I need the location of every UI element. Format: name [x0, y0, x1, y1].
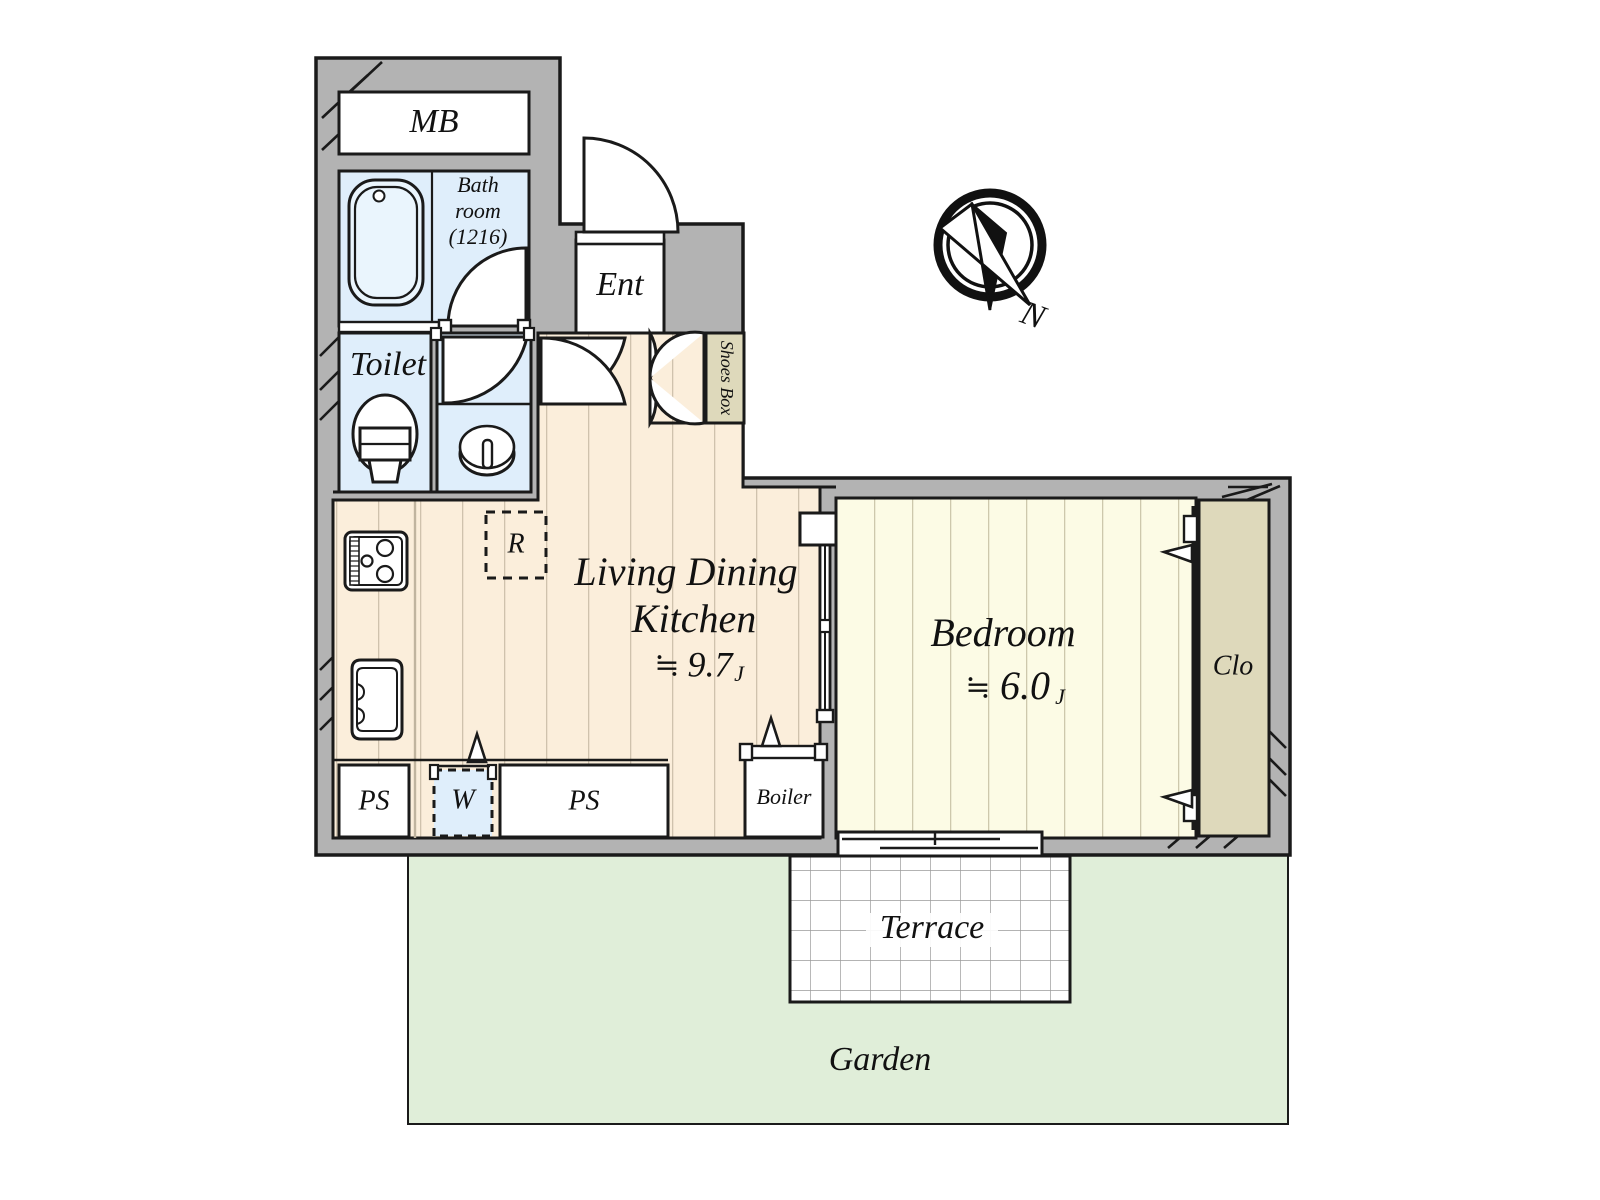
ps-right: PS [498, 763, 670, 839]
room-bedroom: Bedroom ≒ 6.0 J [834, 496, 1198, 840]
closet-doors[interactable] [1159, 506, 1199, 830]
room-ldk: Living Dining Kitchen ≒ 9.7 J [331, 327, 822, 840]
ldk-area-unit: J [734, 661, 745, 686]
bedroom-area: ≒ 6.0 J [965, 663, 1066, 709]
closet: Clo [1197, 498, 1271, 838]
mb-label: MB [408, 103, 458, 140]
washer-label: W [451, 784, 477, 815]
bathroom-door[interactable] [446, 246, 528, 328]
toilet-label: Toilet [350, 346, 428, 383]
ldk-hall-door[interactable] [539, 336, 627, 406]
bathroom-label-line1: Bath [457, 172, 499, 197]
kitchen-sink-icon [350, 658, 404, 741]
service-boxes: PS W PS [333, 729, 670, 839]
terrace-area: Terrace [788, 854, 1072, 1004]
room-toilet: Toilet [337, 331, 433, 494]
entrance-label: Ent [595, 266, 645, 303]
terrace-label: Terrace [880, 909, 985, 946]
washer-space: W [428, 729, 498, 838]
bathroom-label-line3: (1216) [449, 224, 508, 249]
ps-left: PS [337, 763, 411, 839]
ps-right-label: PS [567, 785, 599, 816]
ldk-label-line1: Living Dining [573, 549, 797, 594]
room-mb: MB [337, 90, 531, 156]
garden-label: Garden [829, 1041, 932, 1078]
closet-label: Clo [1213, 650, 1253, 681]
room-bathroom: Bath room (1216) [337, 169, 532, 336]
compass-north-label: N [1015, 294, 1052, 338]
bedroom-area-symbol: ≒ [965, 671, 990, 704]
ldk-label-line2: Kitchen [631, 596, 756, 641]
toilet-fixture-icon [351, 393, 419, 484]
washbasin-icon [458, 424, 516, 477]
refrigerator-space: R [484, 510, 548, 580]
bedroom-area-unit: J [1055, 684, 1066, 709]
powder-room-door[interactable] [441, 335, 529, 405]
bedroom-label: Bedroom [930, 610, 1075, 655]
gas-stove-3-burner-icon [343, 530, 409, 592]
refrigerator-label: R [506, 528, 524, 559]
room-entrance: Ent [574, 136, 680, 340]
ldk-area-number: 9.7 [688, 644, 735, 684]
ldk-area-symbol: ≒ [654, 649, 679, 682]
ldk-area: ≒ 9.7 J [654, 644, 745, 686]
interior-wall-lines [333, 333, 836, 502]
compass-rose: N [933, 188, 1052, 338]
ldk-bedroom-sliding[interactable] [798, 511, 838, 724]
bathtub-icon [347, 178, 425, 307]
shoes-box-label: Shoes Box [717, 341, 737, 415]
bedroom-terrace-door[interactable] [836, 830, 1044, 858]
room-powder: Powder room [429, 326, 536, 494]
shoes-box: Shoes Box [704, 331, 746, 425]
boiler-label: Boiler [757, 784, 812, 809]
entrance-door[interactable] [582, 136, 680, 234]
ps-left-label: PS [357, 785, 389, 816]
bathroom-label-line2: room [455, 198, 501, 223]
bedroom-area-number: 6.0 [1000, 663, 1050, 708]
boiler-closet: Boiler [738, 713, 829, 839]
shoes-box-doors[interactable] [648, 327, 706, 429]
